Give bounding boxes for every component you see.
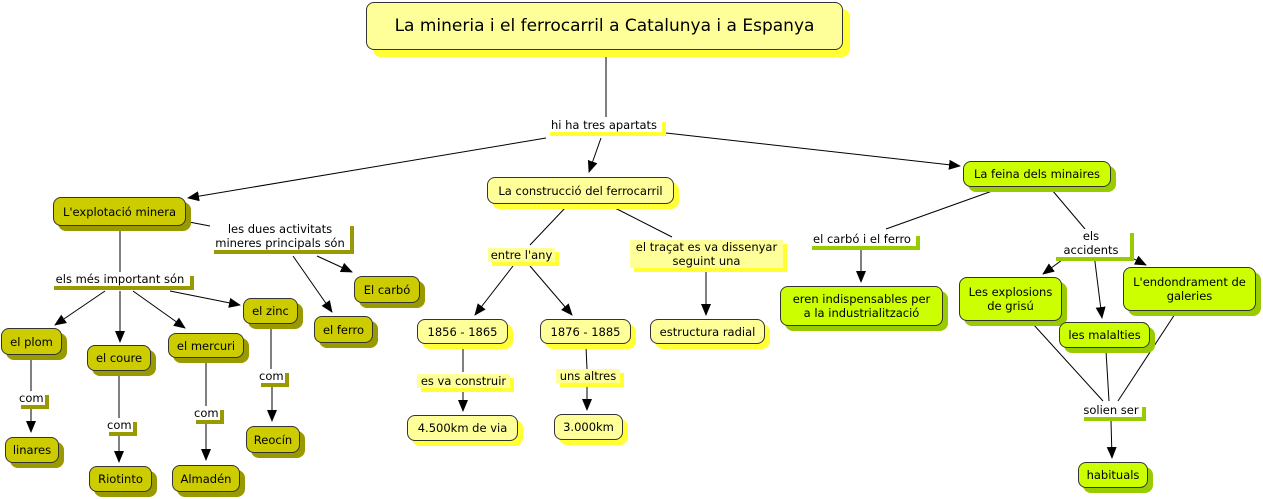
concept-period-1[interactable]: 1856 - 1865 bbox=[417, 319, 508, 344]
link-label-root[interactable]: hi ha tres apartats bbox=[546, 118, 662, 132]
link-label-design[interactable]: el traçat es va dissenyar seguint una bbox=[630, 240, 783, 268]
concept-linares[interactable]: linares bbox=[5, 437, 59, 463]
concept-railway[interactable]: La construcció del ferrocarril bbox=[487, 177, 674, 204]
concept-copper[interactable]: el coure bbox=[87, 345, 151, 371]
link-label-coal-iron[interactable]: el carbó i el ferro bbox=[808, 232, 916, 246]
concept-coal[interactable]: El carbó bbox=[354, 276, 420, 303]
concept-miners-work[interactable]: La feina dels minaires bbox=[963, 161, 1111, 187]
concept-collapse[interactable]: L'endondrament de galeries bbox=[1123, 267, 1256, 311]
concept-3000km[interactable]: 3.000km bbox=[554, 414, 623, 440]
link-label-com[interactable]: com bbox=[192, 406, 220, 420]
concept-iron[interactable]: el ferro bbox=[314, 316, 373, 343]
concept-almaden[interactable]: Almadén bbox=[172, 465, 240, 492]
concept-mining[interactable]: L'explotació minera bbox=[53, 197, 186, 226]
concept-diseases[interactable]: les malalties bbox=[1059, 322, 1150, 348]
concept-zinc[interactable]: el zinc bbox=[243, 298, 298, 324]
concept-lead[interactable]: el plom bbox=[1, 328, 62, 355]
link-label-com[interactable]: com bbox=[105, 418, 133, 432]
link-label-usually[interactable]: solien ser bbox=[1080, 403, 1142, 417]
concept-reocin[interactable]: Reocín bbox=[246, 426, 300, 453]
link-label-most-important[interactable]: els més important són bbox=[50, 272, 190, 286]
concept-explosions[interactable]: Les explosions de grisú bbox=[959, 277, 1062, 321]
concept-4500km[interactable]: 4.500km de via bbox=[407, 415, 518, 441]
link-label-com[interactable]: com bbox=[17, 391, 45, 405]
concept-period-2[interactable]: 1876 - 1885 bbox=[540, 319, 631, 344]
link-label-main-activities[interactable]: les dues activitats mineres principals s… bbox=[210, 222, 350, 250]
link-label-others[interactable]: uns altres bbox=[556, 369, 620, 383]
link-label-years[interactable]: entre l'any bbox=[488, 248, 555, 262]
concept-mercury[interactable]: el mercuri bbox=[168, 333, 244, 358]
concept-radial-structure[interactable]: estructura radial bbox=[650, 319, 765, 344]
link-label-built[interactable]: es va construir bbox=[417, 374, 510, 388]
concept-industrialization[interactable]: eren indispensables per a la industriali… bbox=[780, 286, 943, 326]
link-label-com[interactable]: com bbox=[257, 369, 285, 383]
concept-usual[interactable]: habituals bbox=[1078, 462, 1148, 488]
map-title[interactable]: La mineria i el ferrocarril a Catalunya … bbox=[366, 2, 843, 50]
concept-riotinto[interactable]: Riotinto bbox=[89, 466, 152, 492]
link-label-accidents[interactable]: els accidents bbox=[1052, 229, 1130, 257]
